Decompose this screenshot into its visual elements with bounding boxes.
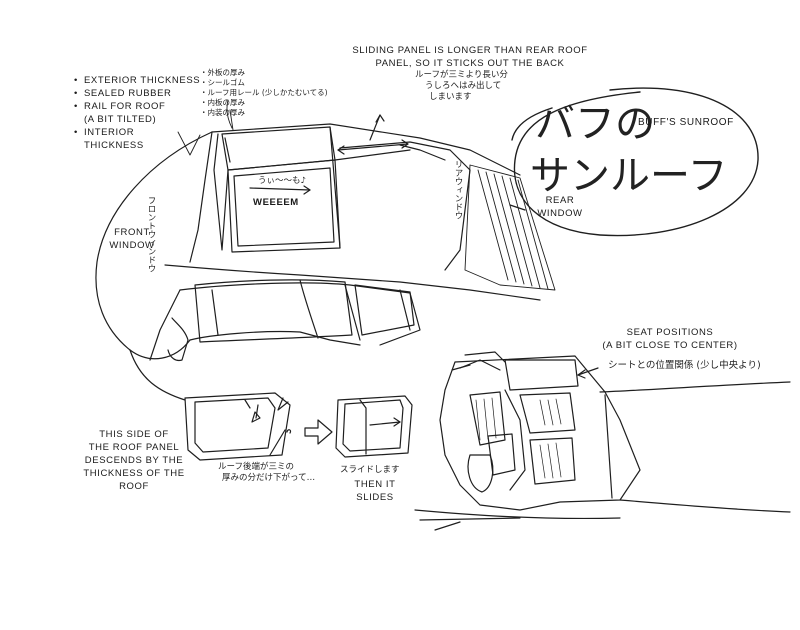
- leader-lines: [177, 99, 234, 156]
- top-note-jp-line: うしろへはみ出して: [425, 81, 502, 91]
- slides-line: THEN IT: [354, 479, 396, 490]
- seat-positions-jp: シートとの位置関係 (少し中央より): [608, 360, 761, 371]
- descends-jp-line: ルーフ後端が三ミの: [218, 462, 294, 472]
- descends-line: THIS SIDE OF: [99, 429, 169, 440]
- bottom-car-line: [414, 509, 621, 531]
- slides-note-jp: スライドします: [340, 465, 400, 475]
- rear-window-label: REAR WINDOW: [530, 194, 590, 220]
- bullet-jp-line: ・シールゴム: [200, 78, 245, 87]
- title-jp-line-1: バフの: [535, 101, 655, 147]
- bullet-item: THICKNESS: [84, 140, 144, 151]
- bullet-jp-line: ・外板の厚み: [200, 68, 245, 77]
- top-note-jp: ルーフが三ミより長い分 うしろへはみ出して しまいます: [415, 70, 508, 103]
- rear-window-line: REAR: [545, 195, 575, 206]
- title-swash: [511, 87, 759, 237]
- bullet-jp-line: ・ルーフ用レール (少しかたむいてる): [200, 88, 328, 97]
- top-note-line: SLIDING PANEL IS LONGER THAN REAR ROOF: [352, 45, 588, 56]
- descends-line: THICKNESS OF THE: [83, 468, 185, 479]
- front-window-label: FRONT WINDOW: [100, 226, 164, 252]
- bullet-item: SEALED RUBBER: [74, 87, 200, 100]
- descends-note-jp: ルーフ後端が三ミの 厚みの分だけ下がって…: [218, 462, 315, 484]
- bullet-jp-line: ・内装の厚み: [200, 108, 245, 117]
- front-window-line: WINDOW: [109, 240, 155, 251]
- arrows-top: [249, 114, 409, 195]
- bullet-list-jp: ・外板の厚み ・シールゴム ・ルーフ用レール (少しかたむいてる) ・内板の厚み…: [200, 68, 328, 118]
- bullet-item: EXTERIOR THICKNESS: [74, 74, 200, 87]
- front-window-line: FRONT: [114, 227, 150, 238]
- side-windows: [194, 279, 415, 343]
- descends-line: DESCENDS BY THE: [84, 455, 184, 466]
- car-body-outline: [95, 123, 541, 401]
- bullet-item: (A BIT TILTED): [84, 114, 157, 125]
- bullet-jp-line: ・内板の厚み: [200, 98, 245, 107]
- title-jp-line-2: サンルーフ: [530, 153, 728, 199]
- bullet-item: INTERIOR: [74, 126, 200, 139]
- seat-cutaway: [439, 351, 791, 513]
- descend-diagram: [184, 392, 292, 461]
- slide-diagram: [335, 395, 413, 458]
- title: BUFF'S SUNROOF: [638, 117, 734, 128]
- descends-line: THE ROOF PANEL: [88, 442, 180, 453]
- descends-jp-line: 厚みの分だけ下がって…: [222, 473, 316, 483]
- seat-positions-line: (A BIT CLOSE TO CENTER): [602, 340, 738, 351]
- sliding-panel: [334, 141, 471, 271]
- roof-sound: WEEEEM: [253, 197, 299, 208]
- diagram-arrow: [304, 419, 333, 445]
- seat-positions-line: SEAT POSITIONS: [626, 327, 714, 338]
- descends-note: THIS SIDE OF THE ROOF PANEL DESCENDS BY …: [74, 428, 194, 493]
- top-note-jp-line: しまいます: [429, 92, 472, 102]
- slides-line: SLIDES: [356, 492, 394, 503]
- top-note-line: PANEL, SO IT STICKS OUT THE BACK: [375, 58, 565, 69]
- seat-positions-label: SEAT POSITIONS (A BIT CLOSE TO CENTER): [590, 326, 750, 352]
- roof-sound-jp: うぃ〜〜も♪: [258, 176, 306, 186]
- slides-note: THEN IT SLIDES: [340, 478, 410, 504]
- top-note: SLIDING PANEL IS LONGER THAN REAR ROOF P…: [340, 44, 600, 70]
- front-window-jp: フロントウィンドウ: [146, 196, 156, 273]
- top-note-jp-line: ルーフが三ミより長い分: [415, 70, 508, 80]
- rear-arrow: [509, 204, 526, 211]
- rear-window-line: WINDOW: [537, 208, 583, 219]
- descends-line: ROOF: [119, 481, 149, 492]
- left-bullet-list: EXTERIOR THICKNESS SEALED RUBBER RAIL FO…: [74, 74, 200, 152]
- rear-window-jp: リアウィンドウ: [453, 160, 463, 220]
- bullet-item: RAIL FOR ROOF: [74, 100, 200, 113]
- rear-window: [464, 164, 556, 291]
